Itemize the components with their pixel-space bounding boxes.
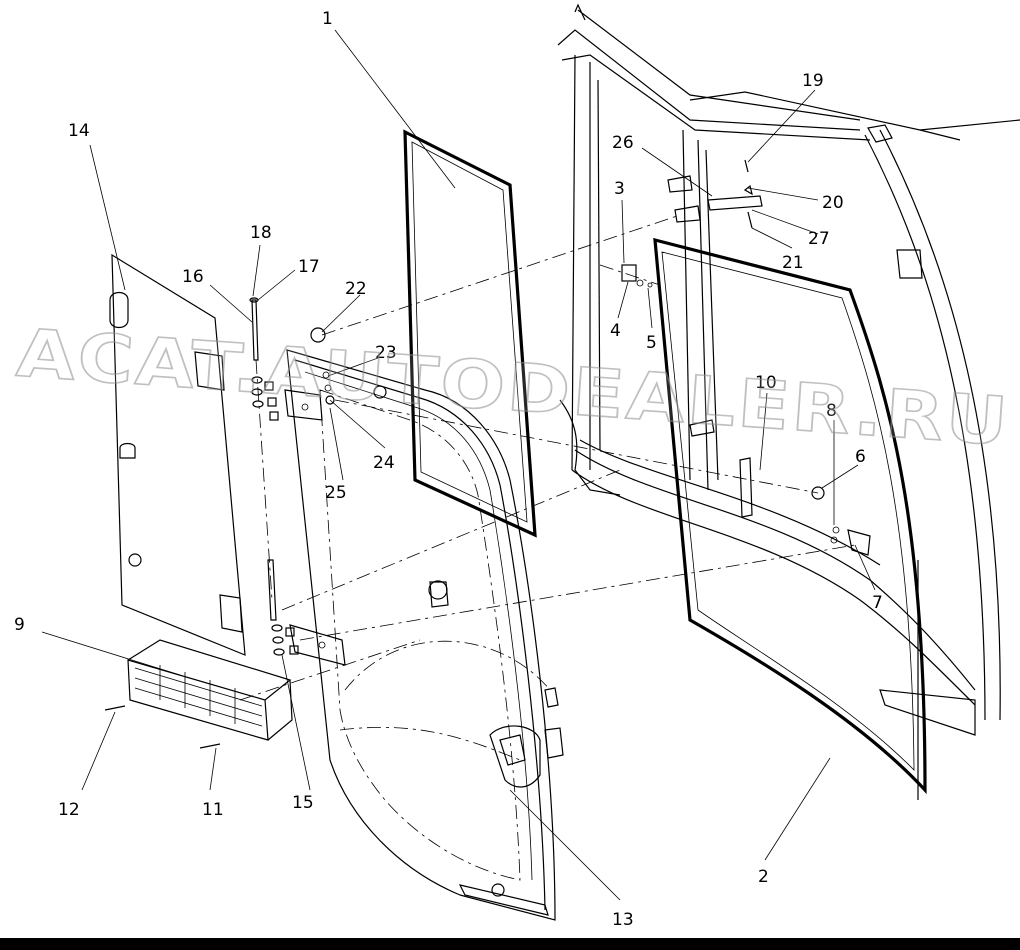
callout-1: 1 bbox=[322, 9, 333, 29]
callouts: 1 2 3 4 5 6 7 8 9 10 11 12 13 14 15 16 1… bbox=[14, 9, 883, 930]
callout-14: 14 bbox=[68, 121, 90, 141]
leader-lines bbox=[41, 29, 876, 901]
callout-17: 17 bbox=[298, 257, 320, 277]
assembly-lines bbox=[239, 214, 856, 701]
callout-23: 23 bbox=[375, 343, 397, 363]
callout-25: 25 bbox=[325, 483, 347, 503]
callout-5: 5 bbox=[646, 333, 657, 353]
rear-glass bbox=[653, 237, 927, 800]
callout-7: 7 bbox=[872, 593, 883, 613]
callout-22: 22 bbox=[345, 279, 367, 299]
callout-13: 13 bbox=[612, 910, 634, 930]
callout-3: 3 bbox=[614, 179, 625, 199]
screw-12 bbox=[104, 705, 126, 711]
door-hinge-lower bbox=[285, 624, 346, 666]
small-fittings bbox=[310, 159, 871, 556]
callout-20: 20 bbox=[822, 193, 844, 213]
watermark-text: ACAT.AUTODEALER.RU bbox=[14, 314, 1012, 460]
door-hinge-upper bbox=[264, 381, 323, 421]
callout-6: 6 bbox=[855, 447, 866, 467]
callout-2: 2 bbox=[758, 867, 769, 887]
callout-24: 24 bbox=[373, 453, 395, 473]
callout-8: 8 bbox=[826, 401, 837, 421]
bottom-border-bar bbox=[0, 938, 1020, 950]
hinge-pin-lower bbox=[267, 559, 285, 656]
callout-18: 18 bbox=[250, 223, 272, 243]
cab-frame bbox=[557, 3, 1020, 736]
callout-19: 19 bbox=[802, 71, 824, 91]
callout-11: 11 bbox=[202, 800, 224, 820]
callout-16: 16 bbox=[182, 267, 204, 287]
callout-12: 12 bbox=[58, 800, 80, 820]
vent-grille bbox=[127, 639, 293, 741]
callout-10: 10 bbox=[755, 373, 777, 393]
callout-15: 15 bbox=[292, 793, 314, 813]
callout-9: 9 bbox=[14, 615, 25, 635]
inner-trim-panel bbox=[109, 253, 246, 656]
door-panel bbox=[286, 349, 564, 921]
callout-26: 26 bbox=[612, 133, 634, 153]
callout-27: 27 bbox=[808, 229, 830, 249]
front-glass bbox=[403, 129, 537, 538]
callout-21: 21 bbox=[782, 253, 804, 273]
callout-4: 4 bbox=[610, 321, 621, 341]
screw-11 bbox=[199, 743, 221, 749]
